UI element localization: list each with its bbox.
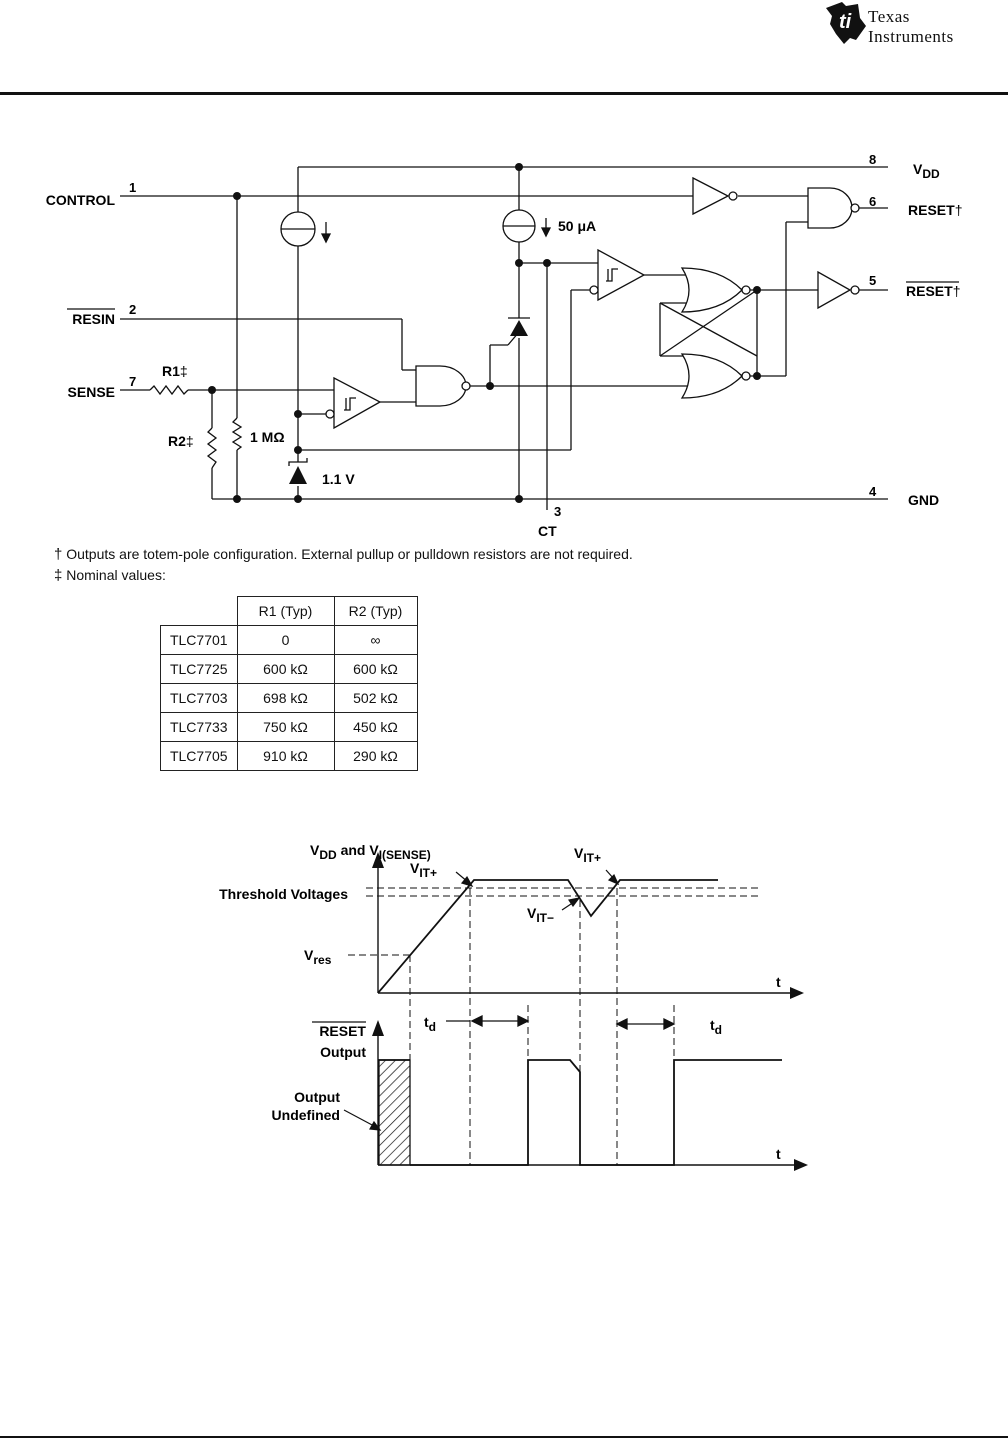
- svg-text:ti: ti: [839, 11, 852, 33]
- table-cell: 0: [236, 625, 335, 655]
- pin-2: 2: [129, 302, 136, 317]
- table-row: TLC7705 910 kΩ 290 kΩ: [160, 741, 418, 771]
- table-cell: TLC7701: [160, 625, 238, 655]
- nand-gates: [415, 187, 860, 407]
- table-cell: 600 kΩ: [236, 654, 335, 684]
- table-cell: TLC7703: [160, 683, 238, 713]
- table-header: R1 (Typ): [236, 596, 335, 626]
- table-header-row: R1 (Typ) R2 (Typ): [161, 596, 418, 626]
- pin-4: 4: [869, 484, 877, 499]
- schematic-wires: [120, 166, 888, 510]
- t-axis-label-top: t: [776, 974, 781, 990]
- pin-1: 1: [129, 180, 136, 195]
- table-cell: 600 kΩ: [333, 654, 418, 684]
- table-cell: 290 kΩ: [333, 741, 418, 771]
- vit-pointers: [455, 869, 620, 911]
- undefined-region: [378, 1059, 411, 1166]
- thyristor: [507, 317, 530, 346]
- y-axis-label: VDD and VI(SENSE): [310, 842, 431, 862]
- vit-minus-label: VIT−: [527, 905, 554, 925]
- reset-bar-label: RESET†: [906, 283, 960, 299]
- current-label: 50 μA: [558, 218, 596, 234]
- table-cell: TLC7705: [160, 741, 238, 771]
- pin-6: 6: [869, 194, 876, 209]
- resistors: [149, 384, 243, 469]
- undefined-label-1: Output: [294, 1089, 340, 1105]
- brand-texas: Texas: [868, 7, 910, 26]
- ct-label: CT: [538, 523, 557, 539]
- undefined-label-2: Undefined: [272, 1107, 340, 1123]
- pin-8: 8: [869, 152, 876, 167]
- footer-rule: [0, 1436, 1008, 1438]
- t-axis-label-bottom: t: [776, 1146, 781, 1162]
- note-dagger: † Outputs are totem-pole configuration. …: [54, 546, 633, 563]
- vdd-waveform: [377, 879, 718, 994]
- threshold-label: Threshold Voltages: [219, 886, 348, 902]
- vit-plus-right-label: VIT+: [574, 845, 601, 865]
- table-row: TLC7733 750 kΩ 450 kΩ: [160, 712, 418, 742]
- td-right-label: td: [710, 1017, 722, 1037]
- table-header: R2 (Typ): [333, 596, 418, 626]
- r1-resistor: [149, 384, 189, 396]
- table-row: TLC7725 600 kΩ 600 kΩ: [160, 654, 418, 684]
- output-label: Output: [320, 1044, 366, 1060]
- pin-7: 7: [129, 374, 136, 389]
- td-left-label: td: [424, 1014, 436, 1034]
- table-cell: 910 kΩ: [236, 741, 335, 771]
- table-cell: 750 kΩ: [236, 712, 335, 742]
- ti-logo-icon: ti: [826, 2, 866, 44]
- ti-logo: ti: [822, 0, 1008, 48]
- reset-waveform: [410, 1059, 782, 1166]
- table-cell: 450 kΩ: [333, 712, 418, 742]
- vres-label: Vres: [304, 947, 332, 967]
- td-arrows: [446, 1014, 676, 1031]
- pin-5: 5: [869, 273, 876, 288]
- resin-label: RESIN: [72, 311, 115, 327]
- r1-label: R1‡: [162, 363, 188, 379]
- gnd-label: GND: [908, 492, 939, 508]
- r-1m-label: 1 MΩ: [250, 429, 285, 445]
- current-sources: [280, 209, 536, 247]
- brand-instruments: Instruments: [868, 27, 954, 46]
- header-rule: [0, 92, 1008, 95]
- table-header: [161, 597, 238, 626]
- zener-diode: [288, 458, 308, 484]
- pin-3: 3: [554, 504, 561, 519]
- reset-label: RESET†: [908, 202, 962, 218]
- table-cell: 698 kΩ: [236, 683, 335, 713]
- nominal-values-table: R1 (Typ) R2 (Typ) TLC7701 0 ∞ TLC7725 60…: [160, 596, 418, 771]
- table-cell: ∞: [333, 625, 418, 655]
- r-1m-resistor: [231, 417, 243, 451]
- schematic-nodes: [208, 163, 761, 503]
- table-cell: TLC7725: [160, 654, 238, 684]
- undefined-pointer: [343, 1109, 382, 1131]
- note-ddagger: ‡ Nominal values:: [54, 567, 166, 584]
- arrow-down-icon: [320, 218, 552, 244]
- table-row: TLC7701 0 ∞: [160, 625, 418, 655]
- zener-label: 1.1 V: [322, 471, 355, 487]
- axis-arrow-icon: [372, 852, 808, 1171]
- table-row: TLC7703 698 kΩ 502 kΩ: [160, 683, 418, 713]
- timing-markers: [409, 888, 675, 1165]
- nor-gates: [680, 267, 751, 399]
- vdd-label: VDD: [913, 161, 940, 181]
- vit-plus-left-label: VIT+: [410, 860, 437, 880]
- table-cell: TLC7733: [160, 712, 238, 742]
- table-cell: 502 kΩ: [333, 683, 418, 713]
- sense-label: SENSE: [68, 384, 115, 400]
- reset-output-label: RESET: [319, 1023, 366, 1039]
- inverters: [692, 176, 860, 310]
- comparators: [325, 248, 646, 430]
- r2-resistor: [206, 427, 218, 469]
- r2-label: R2‡: [168, 433, 194, 449]
- control-label: CONTROL: [46, 192, 116, 208]
